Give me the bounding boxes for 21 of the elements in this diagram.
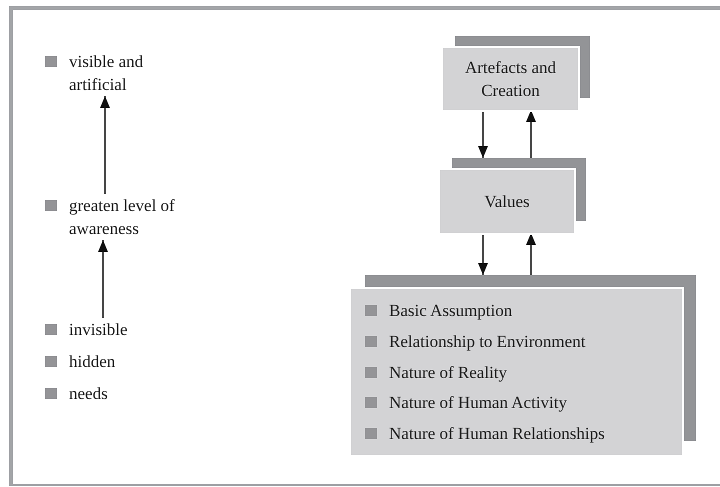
list-text: Basic Assumption — [389, 300, 512, 322]
list-text: visible and artificial — [69, 51, 144, 96]
arrow — [98, 240, 108, 318]
arrow — [478, 233, 488, 275]
list-text: Nature of Human Activity — [389, 392, 567, 414]
box-label: Artefacts and Creation — [464, 57, 558, 102]
arrow — [526, 110, 536, 158]
arrow — [478, 110, 488, 158]
list-text: greaten level of awareness — [69, 195, 176, 240]
process-box — [351, 275, 696, 455]
list-text: hidden — [69, 351, 116, 373]
list-text: Nature of Human Relationships — [389, 423, 605, 445]
arrow — [100, 96, 110, 194]
list-text: invisible — [69, 319, 128, 341]
list-text: needs — [69, 383, 108, 405]
list-text: Nature of Reality — [389, 362, 508, 384]
box-label: Values — [484, 191, 530, 213]
process-box — [443, 36, 590, 110]
arrow — [526, 233, 536, 275]
list-text: Relationship to Environment — [389, 330, 586, 353]
process-box — [440, 158, 586, 233]
